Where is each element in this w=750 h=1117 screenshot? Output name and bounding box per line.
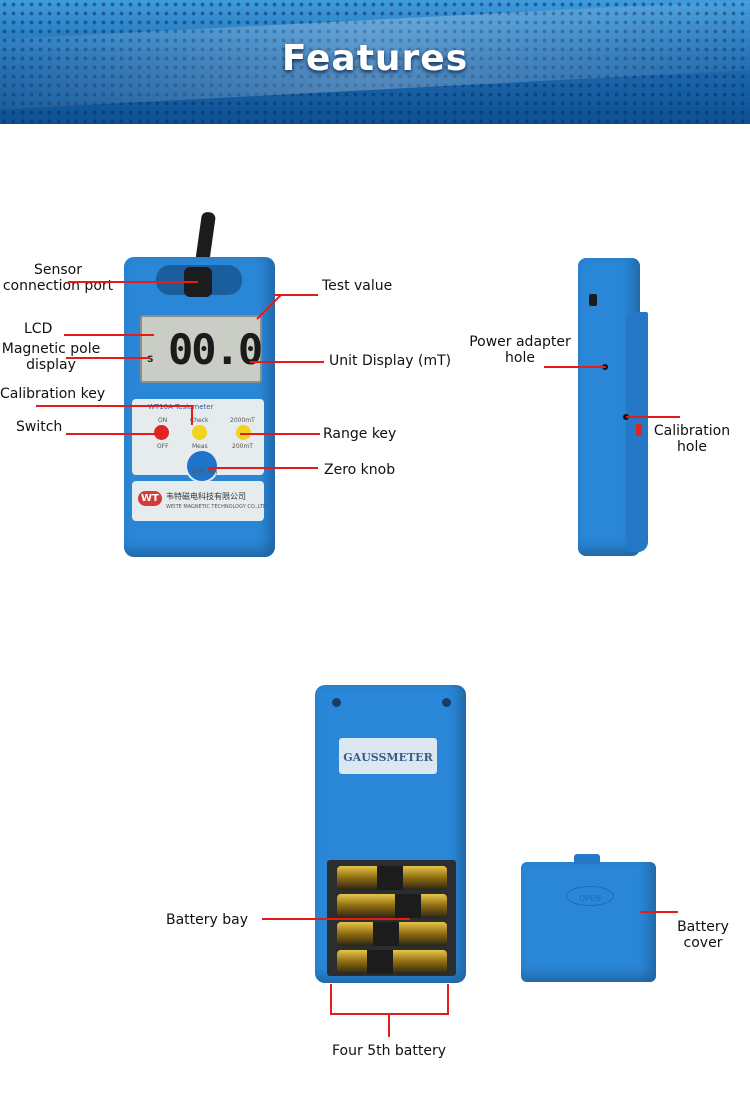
- label-magnetic-pole-display: Magnetic pole display: [0, 341, 102, 373]
- meas-label: Meas: [192, 443, 208, 450]
- range-key-button[interactable]: [236, 425, 251, 440]
- brand-panel: WT 韦特磁电科技有限公司 WEITE MAGNETIC TECHNOLOGY …: [132, 481, 267, 521]
- leader-calibration-hole: [626, 416, 680, 418]
- banner-title: Features: [281, 38, 469, 79]
- bracket-right: [447, 984, 449, 1014]
- bracket-left: [330, 984, 332, 1014]
- model-label: WT10A Teslameter: [148, 403, 214, 411]
- battery-cover: [521, 862, 656, 982]
- usb-port: [589, 294, 597, 306]
- leader-range-key: [240, 433, 320, 435]
- battery-cover-tab: [574, 854, 600, 864]
- range-high-label: 2000mT: [230, 417, 255, 424]
- label-zero-knob: Zero knob: [324, 462, 396, 478]
- on-label: ON: [158, 417, 168, 424]
- features-banner: Features: [0, 0, 750, 124]
- leader-test-value-h: [274, 294, 318, 296]
- leader-switch: [66, 433, 162, 435]
- calibration-key-button[interactable]: [192, 425, 207, 440]
- label-calibration-hole-line1: Calibration: [653, 423, 731, 439]
- control-panel: WT10A Teslameter ON OFF Check Meas 2000m…: [132, 399, 264, 481]
- label-pole-line2: display: [26, 357, 76, 373]
- label-power-line1: Power adapter: [469, 334, 571, 350]
- screw-hole-right: [442, 698, 451, 707]
- leader-calibration-key-v: [191, 405, 193, 425]
- label-unit-display: Unit Display (mT): [329, 353, 452, 369]
- banner-dot-pattern: [0, 0, 750, 124]
- label-calibration-hole-line2: hole: [677, 439, 707, 455]
- label-lcd: LCD: [24, 321, 53, 337]
- company-name-cn: 韦特磁电科技有限公司: [166, 492, 246, 501]
- label-test-value: Test value: [322, 278, 393, 294]
- zero-adj-label: Zero Adj: [192, 468, 218, 475]
- power-switch-button[interactable]: [154, 425, 169, 440]
- label-sensor-line1: Sensor: [34, 262, 82, 278]
- label-calibration-key: Calibration key: [0, 386, 106, 402]
- label-range-key: Range key: [323, 426, 397, 442]
- battery-4: [337, 950, 447, 974]
- range-low-label: 200mT: [232, 443, 253, 450]
- label-calibration-hole: Calibration hole: [648, 423, 736, 455]
- leader-lcd: [64, 334, 154, 336]
- label-battery-cover: Battery cover: [668, 919, 738, 951]
- front-device-body: 00.0 S WT10A Teslameter ON OFF Check Mea…: [124, 257, 275, 557]
- off-label: OFF: [157, 443, 169, 450]
- zero-knob[interactable]: [187, 451, 217, 481]
- label-four-5th-battery: Four 5th battery: [332, 1043, 447, 1059]
- label-power-adapter-hole: Power adapter hole: [462, 334, 578, 366]
- side-red-switch: [636, 424, 642, 436]
- leader-zero-knob: [208, 467, 318, 469]
- cover-open-emboss: OPEN: [566, 886, 614, 906]
- check-label: Check: [190, 417, 209, 424]
- bracket-stem: [388, 1013, 390, 1037]
- gaussmeter-text: GAUSSMETER: [343, 751, 433, 764]
- lcd-screen: 00.0 S: [140, 315, 263, 383]
- gaussmeter-sticker: GAUSSMETER: [339, 738, 437, 774]
- label-battery-bay: Battery bay: [166, 912, 249, 928]
- label-power-line2: hole: [505, 350, 535, 366]
- company-name-en: WEITE MAGNETIC TECHNOLOGY CO.,LTD: [166, 504, 267, 510]
- battery-3: [337, 922, 447, 946]
- label-switch: Switch: [16, 419, 63, 435]
- label-pole-line1: Magnetic pole: [1, 341, 101, 357]
- leader-power-adapter: [544, 366, 606, 368]
- brand-logo: WT: [138, 491, 162, 506]
- leader-unit-display: [250, 361, 324, 363]
- label-sensor-connection-port: Sensor connection port: [2, 262, 114, 294]
- label-cover-line2: cover: [683, 935, 723, 951]
- screw-hole-left: [332, 698, 341, 707]
- cover-open-text: OPEN: [578, 894, 602, 903]
- lcd-reading: 00.0: [168, 325, 263, 374]
- leader-battery-cover: [640, 911, 678, 913]
- leader-battery-bay: [262, 918, 410, 920]
- battery-2: [337, 894, 447, 918]
- leader-sensor: [68, 281, 198, 283]
- leader-pole: [66, 357, 150, 359]
- lcd-pole-indicator: S: [147, 355, 154, 365]
- label-cover-line1: Battery: [677, 919, 729, 935]
- battery-1: [337, 866, 447, 890]
- leader-calibration-key-h: [36, 405, 193, 407]
